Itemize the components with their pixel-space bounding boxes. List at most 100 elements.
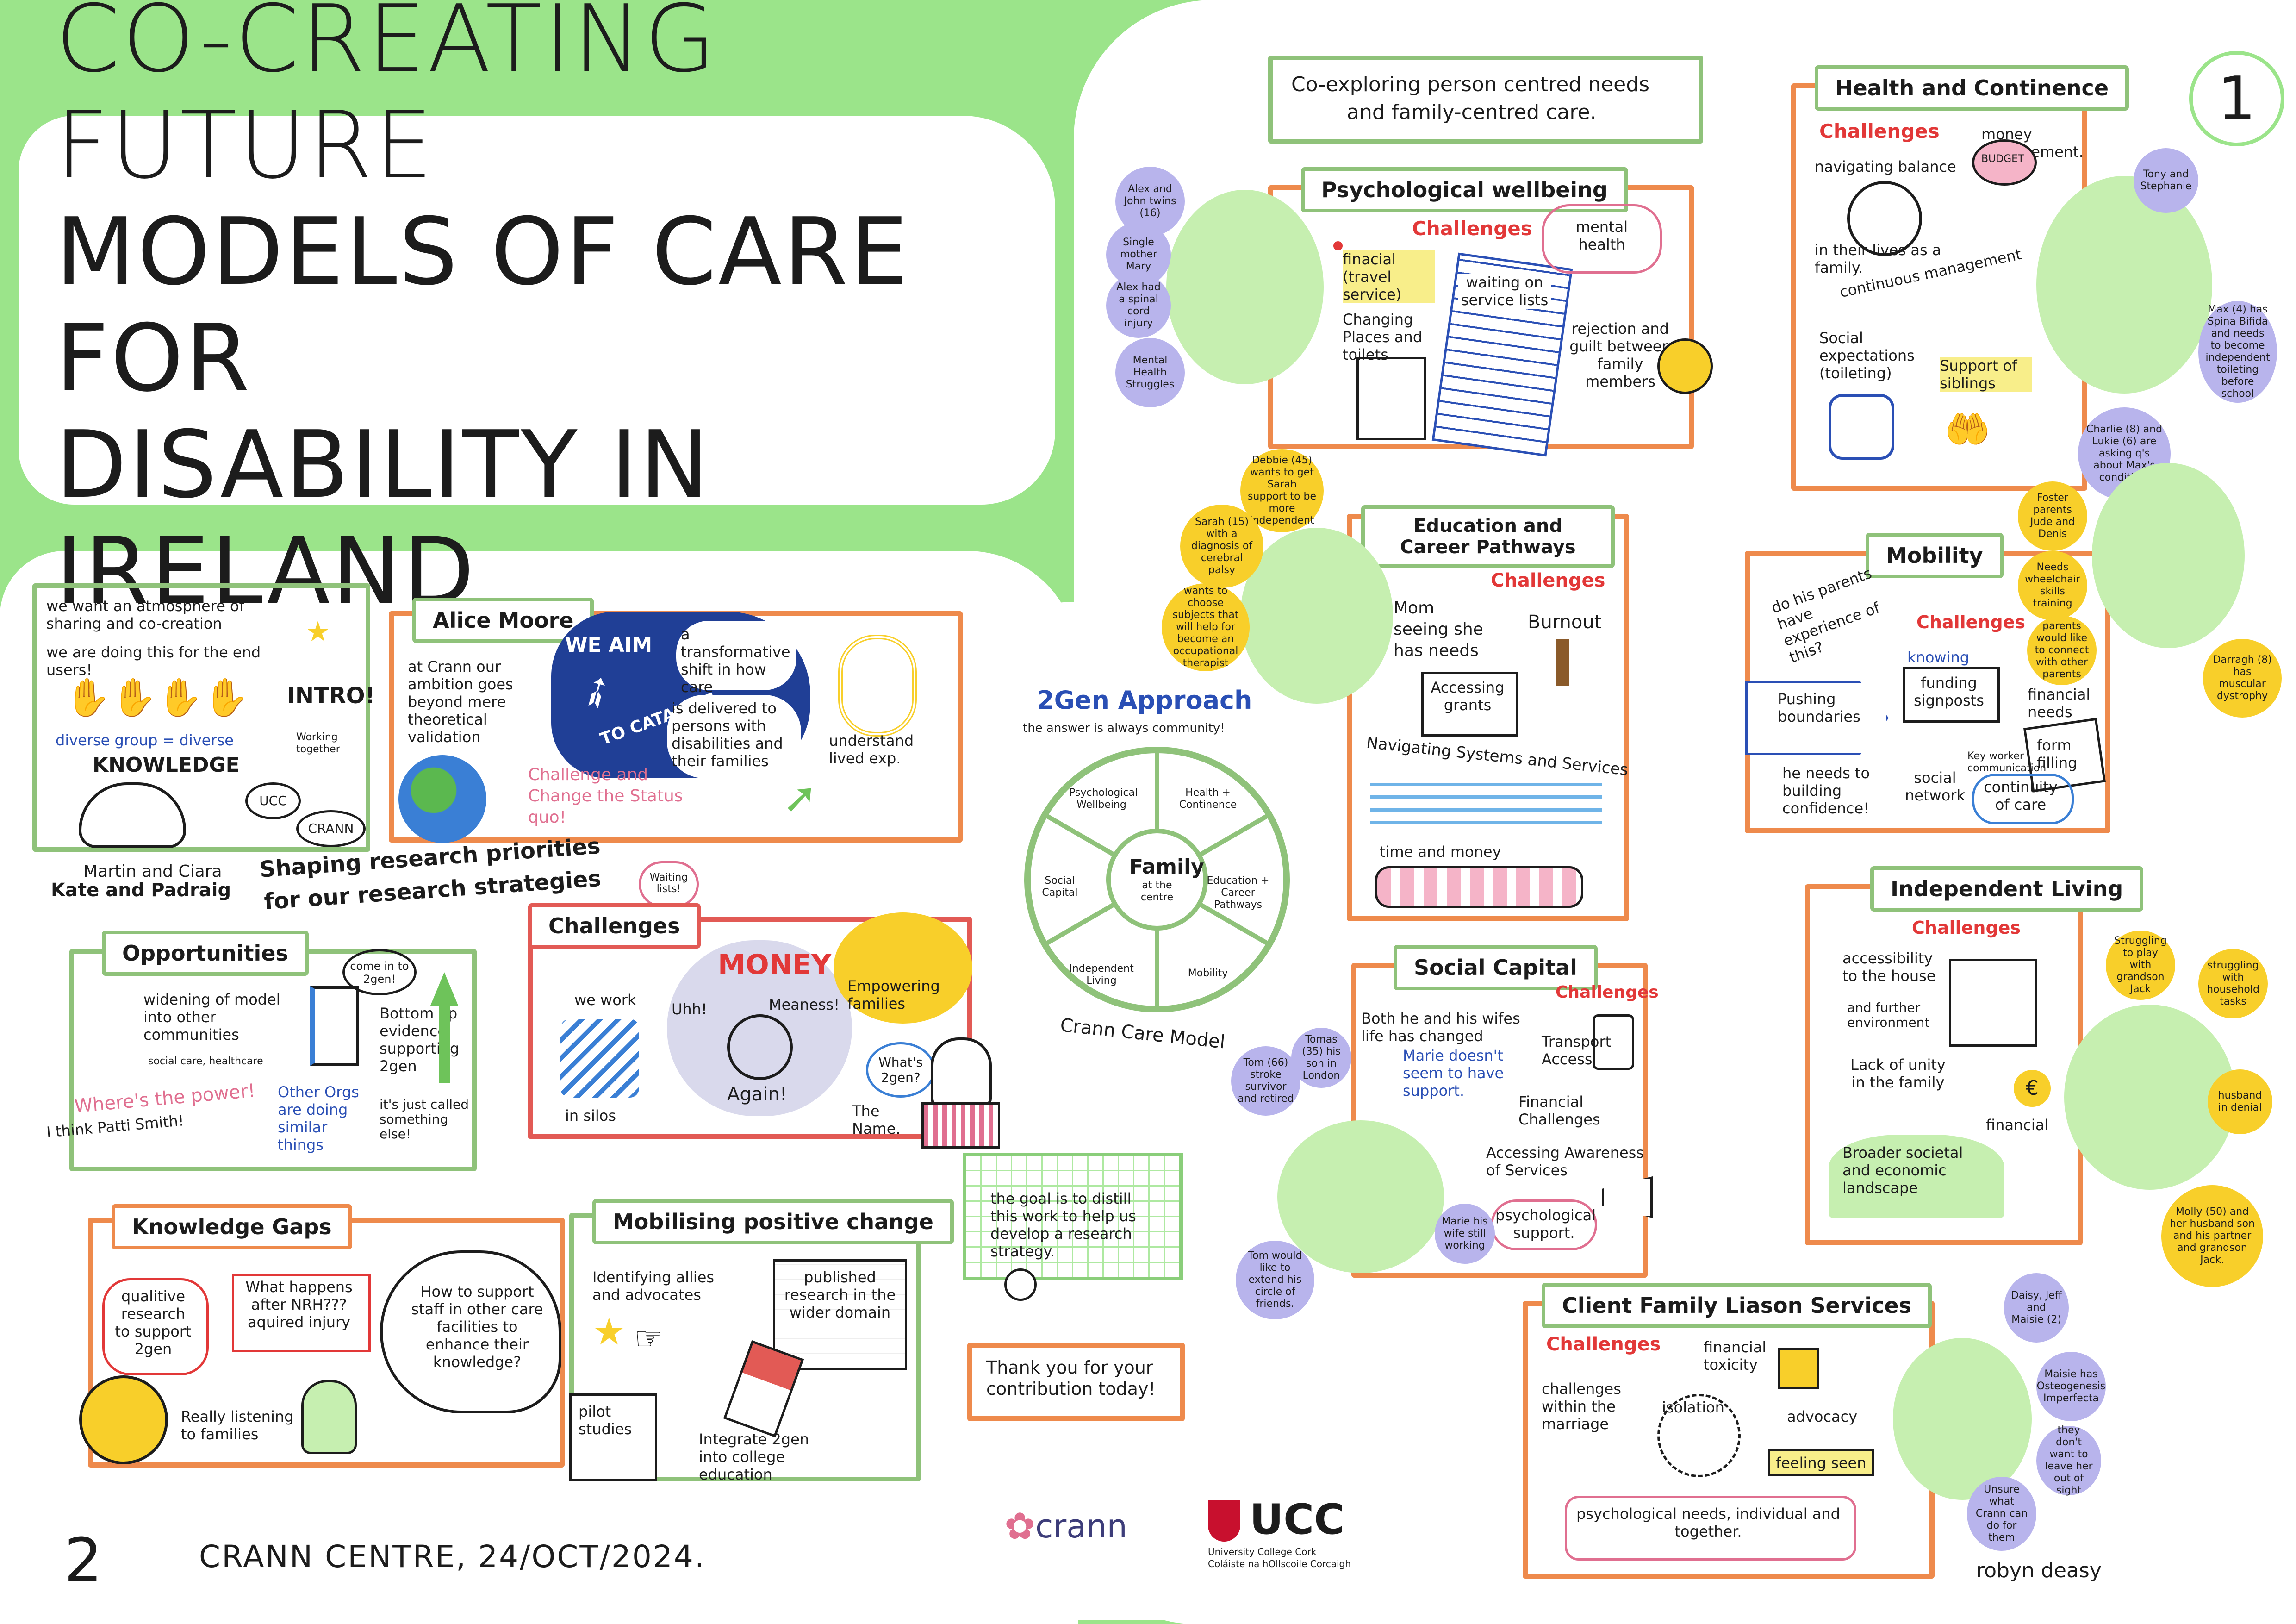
health-label: Health and Continence [1815, 65, 2129, 111]
wheel-centre-line-2: at the centre [1140, 880, 1174, 903]
shift-text: a transformative shift in how care [681, 625, 790, 696]
mobility-continuity: continuity of care [1984, 778, 2058, 813]
social-awareness: Accessing Awareness of Services [1486, 1144, 1644, 1179]
wheel-segment-education: Education + Career Pathways [1207, 875, 1269, 911]
mobility-box: Mobility do his parents have experience … [1745, 533, 2110, 833]
child-icon [301, 1380, 357, 1454]
ucc-crest-icon [1208, 1500, 1240, 1542]
landscape-icon [1829, 1135, 2004, 1218]
client-feeling: feeling seen [1768, 1449, 1874, 1476]
health-challenges: Challenges [1819, 120, 1940, 143]
psych-rejection: rejection and guilt between family membe… [1569, 320, 1671, 390]
mobility-parents: do his parents have experience of this? [1769, 564, 1882, 667]
twogen-subtitle: the answer is always community! [1023, 721, 1225, 735]
compass-icon [1847, 181, 1922, 256]
shift-bubble [676, 621, 796, 690]
atmosphere-text: we want an atmosphere of sharing and co-… [46, 597, 244, 632]
notebook-icon [773, 1259, 907, 1370]
names-line-1: Martin and Ciara [83, 862, 222, 881]
end-users-text: we are doing this for the end users! [46, 643, 261, 679]
education-burnout: Burnout [1528, 612, 1602, 633]
goal-net-icon [963, 1153, 1183, 1280]
names-line-2: Kate and Padraig [51, 880, 231, 901]
euro-coin-icon: € [2014, 1070, 2051, 1107]
wheel-spoke [1044, 902, 1116, 947]
money-text: MONEY [718, 949, 832, 981]
education-navigating: Navigating Systems and Services [1365, 733, 1629, 780]
crann-logo: ✿ crann [1004, 1505, 1127, 1548]
other-orgs-text: Other Orgs are doing similar things [278, 1083, 359, 1154]
twogen-title: 2Gen Approach [1037, 686, 1252, 715]
twogen-wheel [1024, 747, 1290, 1012]
boat-waves-icon [1370, 783, 1602, 834]
published-text: published research in the wider domain [784, 1268, 896, 1321]
raised-hands-icon: ✋✋✋✋ [65, 676, 249, 719]
striped-jumper-icon [921, 1102, 1000, 1149]
psych-family-circle [1166, 190, 1324, 384]
mobility-key-worker: Key worker communication [1967, 750, 2047, 774]
coexploring-line-2: and family-centred care. [1347, 100, 1597, 124]
fields-text: social care, healthcare [148, 1056, 263, 1067]
psych-waiting: waiting on service lists [1458, 274, 1551, 309]
education-bubble-2: wants to choose subjects that will help … [1162, 583, 1250, 671]
diverse-text: diverse group = diverse [56, 731, 234, 749]
independent-financial: financial [1986, 1116, 2049, 1134]
mobility-social-network: social network [1905, 769, 1965, 804]
mobility-form: form filling [2037, 737, 2078, 772]
social-bubble-3: Tom would like to extend his circle of f… [1236, 1241, 1314, 1319]
ambition-text: at Crann our ambition goes beyond mere t… [408, 658, 513, 746]
qualitative-box [102, 1278, 209, 1375]
star-icon: ★ [305, 616, 330, 648]
client-label: Client Family Liason Services [1542, 1283, 1932, 1328]
social-marie: Marie doesn't seem to have support. [1403, 1047, 1504, 1099]
mug-icon [1778, 1348, 1819, 1389]
wheel-spoke [1198, 902, 1270, 947]
ucc-sub2: Coláiste na hOllscoile Corcaigh [1208, 1558, 1351, 1569]
nrh-text: What happens after NRH??? aquired injury [245, 1278, 353, 1331]
mobility-pushing: Pushing boundaries [1778, 690, 1860, 725]
mobilising-box: Mobilising positive change Identifying a… [569, 1199, 954, 1483]
education-family-circle [1240, 528, 1393, 704]
we-work-text: we work [574, 991, 636, 1009]
wheel-spoke [1044, 812, 1116, 857]
mobility-bubble-0: Foster parents Jude and Denis [2018, 481, 2087, 551]
delivered-bubble [667, 695, 801, 778]
ucc-logo-text: UCC [1250, 1495, 1345, 1544]
challenge-text: Challenge and Change the Status quo! [528, 765, 683, 827]
door-icon [310, 986, 359, 1066]
challenges-left-label: Challenges [528, 903, 701, 949]
psych-changing: Changing Places and toilets [1343, 311, 1423, 363]
client-advocacy: advocacy [1787, 1408, 1858, 1425]
wheel-spoke [1198, 812, 1270, 857]
mobilising-label: Mobilising positive change [592, 1199, 954, 1244]
thanks-text: Thank you for your contribution today! [986, 1357, 1156, 1399]
client-toxicity: financial toxicity [1704, 1338, 1767, 1374]
arrow-icon: ➚ [783, 774, 818, 822]
psych-financial: finacial (travel service) [1343, 250, 1435, 303]
psych-bubble-2: Alex had a spinal cord injury [1106, 273, 1171, 338]
independent-challenges: Challenges [1912, 918, 2021, 938]
knowledge-text: KNOWLEDGE [93, 753, 240, 777]
client-bubble-1: Maisie has Osteogenesis Imperfecta [2036, 1352, 2106, 1421]
title-panel: CO-CREATING FUTURE MODELS OF CARE FOR DI… [56, 0, 1018, 625]
social-changed: Both he and his wifes life has changed [1361, 1010, 1520, 1045]
we-aim-text: WE AIM [565, 633, 653, 657]
listening-text: Really listening to families [181, 1408, 294, 1443]
knowledge-gaps-box: Knowledge Gaps qualitive research to sup… [79, 1204, 565, 1468]
mental-health-cloud [1542, 204, 1662, 274]
the-name-text: The Name. [852, 1102, 901, 1137]
crann-logo-icon: ✿ [1004, 1505, 1036, 1548]
isolation-circle [1657, 1394, 1741, 1477]
client-marriage: challenges within the marriage [1542, 1380, 1621, 1433]
alice-moore-box: Alice Moore at Crann our ambition goes b… [389, 598, 963, 843]
widening-text: widening of model into other communities [143, 991, 280, 1043]
ucc-sub1: University College Cork [1208, 1546, 1317, 1557]
independent-bubble-3: Molly (50) and her husband son and his p… [2161, 1185, 2263, 1287]
wheel-segment-independent: Independent Living [1069, 963, 1134, 987]
title-line-2: MODELS OF CARE FOR [56, 198, 910, 412]
mobility-challenges: Challenges [1916, 612, 2026, 632]
challenges-left-box: Challenges we work in silos MONEY Uhh! M… [528, 903, 1000, 1149]
stressed-face-icon [727, 1014, 793, 1080]
ball-icon [1004, 1268, 1037, 1301]
health-box: Health and Continence Challenges navigat… [1791, 65, 2129, 491]
